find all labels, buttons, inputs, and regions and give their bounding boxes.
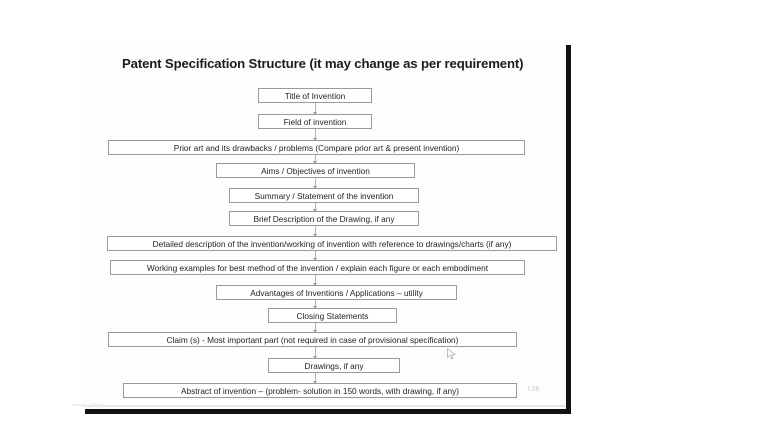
page-number: 136 [527, 386, 540, 393]
flow-connector-1-2 [313, 103, 317, 115]
page-title: Patent Specification Structure (it may c… [122, 56, 524, 71]
mouse-cursor-icon [447, 348, 456, 360]
flow-connector-7-8 [313, 251, 317, 261]
slide-frame-bottom [85, 409, 571, 414]
flow-connector-5-6 [313, 203, 317, 212]
scan-artifact-1 [72, 404, 86, 406]
flow-connector-11-12 [313, 347, 317, 359]
flow-connector-9-10 [313, 300, 317, 309]
flow-connector-12-13 [313, 373, 317, 384]
flow-node-closing-statements[interactable]: Closing Statements [268, 308, 397, 323]
scan-artifact-2 [92, 404, 102, 406]
flow-node-working-examples[interactable]: Working examples for best method of the … [110, 260, 525, 275]
slide-inner-edge [82, 405, 571, 407]
flow-node-brief-description-drawing[interactable]: Brief Description of the Drawing, if any [229, 211, 419, 226]
flow-node-abstract[interactable]: Abstract of invention – (problem- soluti… [123, 383, 517, 398]
flow-node-detailed-description[interactable]: Detailed description of the invention/wo… [107, 236, 557, 251]
flow-node-title-of-invention[interactable]: Title of Invention [258, 88, 372, 103]
flow-connector-3-4 [313, 155, 317, 164]
flow-node-prior-art[interactable]: Prior art and its drawbacks / problems (… [108, 140, 525, 155]
flow-connector-10-11 [313, 323, 317, 333]
flow-connector-8-9 [313, 275, 317, 286]
flow-connector-2-3 [313, 129, 317, 141]
flow-node-field-of-invention[interactable]: Field of invention [258, 114, 372, 129]
slide-canvas [82, 45, 571, 409]
flow-node-drawings[interactable]: Drawings, if any [268, 358, 400, 373]
slide-frame-right [566, 45, 571, 414]
flow-node-summary-statement[interactable]: Summary / Statement of the invention [229, 188, 419, 203]
flow-node-advantages[interactable]: Advantages of Inventions / Applications … [216, 285, 457, 300]
flow-node-aims-objectives[interactable]: Aims / Objectives of invention [216, 163, 415, 178]
flow-connector-4-5 [313, 178, 317, 189]
flow-node-claims[interactable]: Claim (s) - Most important part (not req… [108, 332, 517, 347]
flow-connector-6-7 [313, 226, 317, 237]
